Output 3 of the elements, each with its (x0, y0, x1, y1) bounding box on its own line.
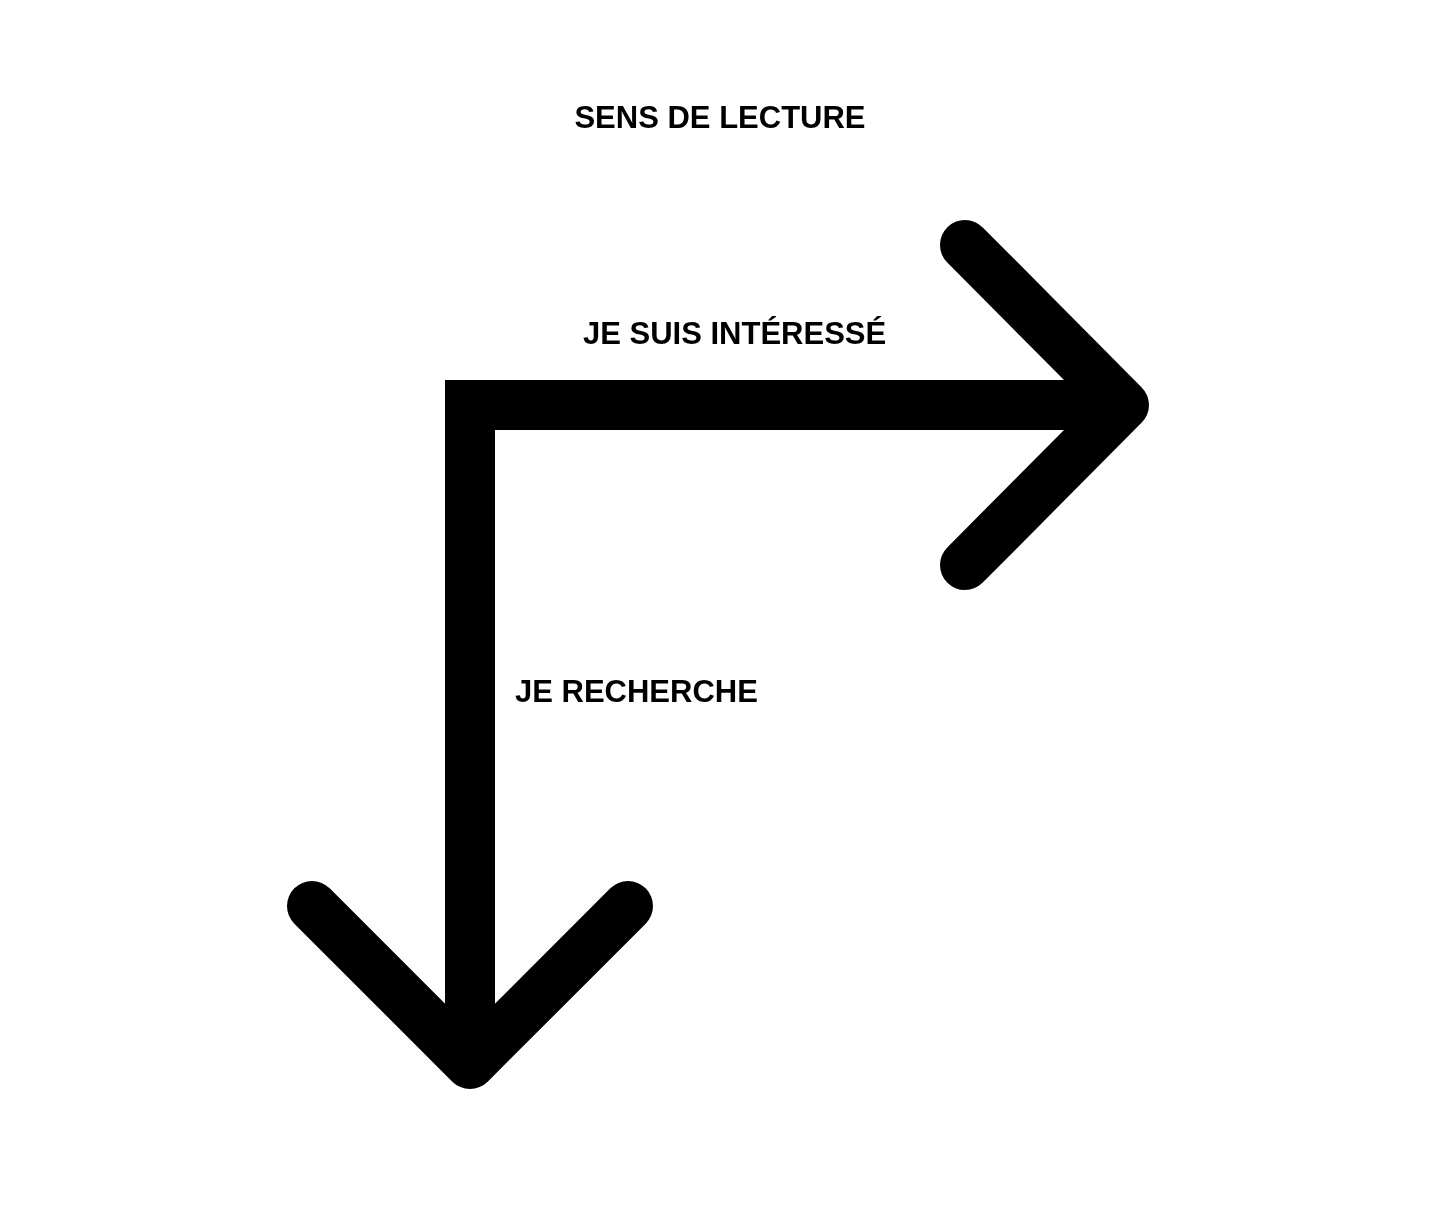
title: SENS DE LECTURE (573, 100, 867, 136)
arrow-label: JE RECHERCHE (515, 674, 758, 710)
arrow-label: JE SUIS INTÉRESSÉ (583, 316, 887, 352)
